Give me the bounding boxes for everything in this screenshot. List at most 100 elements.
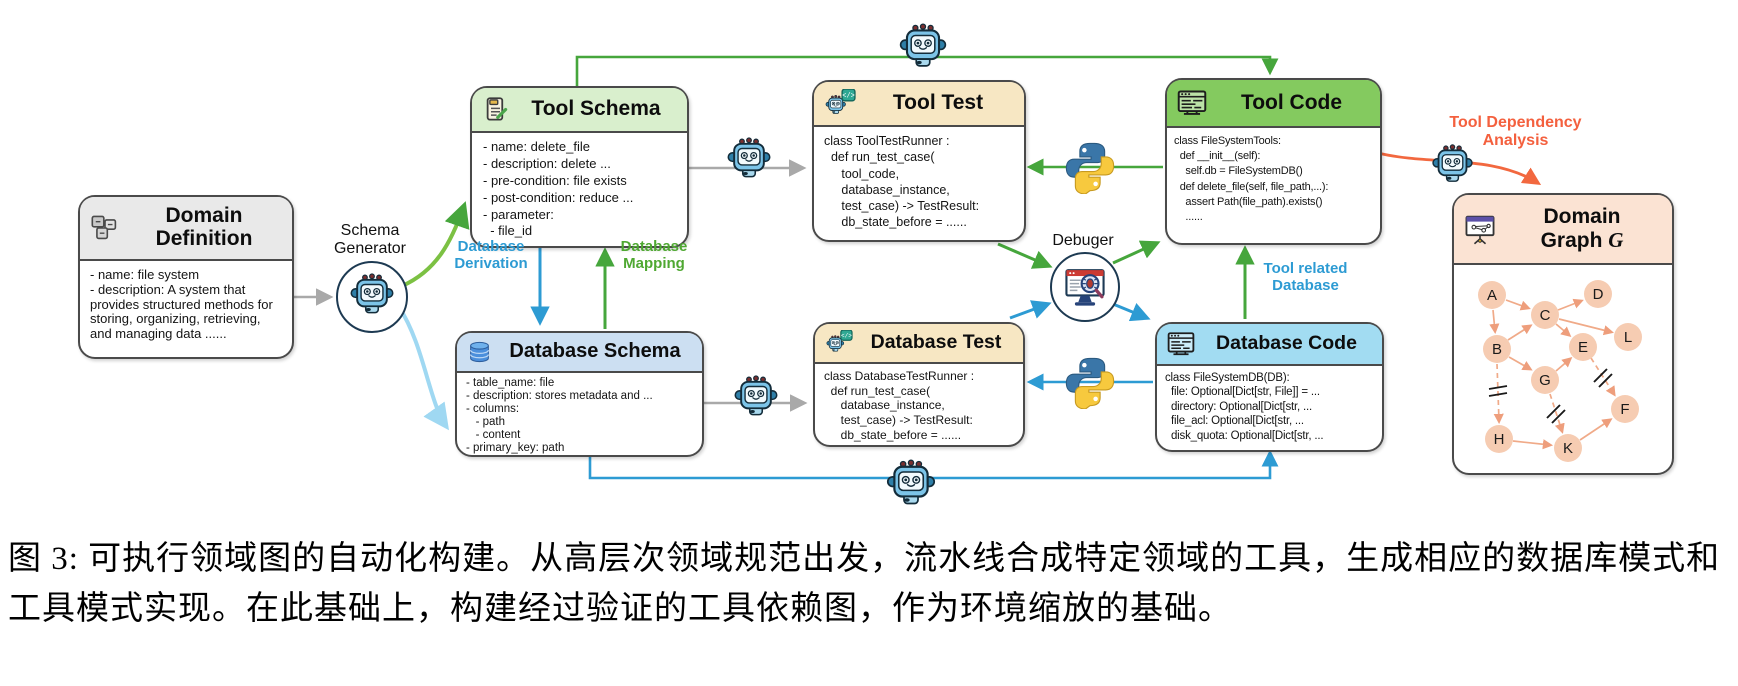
code-line: tool_code, xyxy=(824,166,900,181)
text-line: - name: delete_file xyxy=(483,139,590,154)
code-line: disk_quota: Optional[Dict[str, ... xyxy=(1165,429,1324,442)
node-label: C xyxy=(1540,307,1551,324)
text-line: - file_id xyxy=(483,223,533,239)
edge-G-K-pruned xyxy=(1549,393,1565,434)
edge-cut-marks xyxy=(1488,368,1613,424)
code-line: database_instance, xyxy=(824,182,950,197)
robot-icon xyxy=(724,136,774,186)
dependency-graph: A C D L B E G F H K xyxy=(1478,280,1642,462)
database-schema-body: - table_name: file - description: stores… xyxy=(457,373,702,459)
arrow-debugger-to-toolcode xyxy=(1112,240,1161,265)
blocks-icon xyxy=(90,213,120,243)
tool-dependency-analysis-label: Tool Dependency Analysis xyxy=(1449,114,1582,150)
code-line: db_state_before = ...... xyxy=(824,427,962,442)
code-window-icon xyxy=(1177,89,1207,117)
domain-graph-title-g: G xyxy=(1608,227,1624,252)
figure-caption: 图 3: 可执行领域图的自动化构建。从高层次领域规范出发，流水线合成特定领域的工… xyxy=(8,541,1721,628)
code-line: db_state_before = ...... xyxy=(824,215,967,230)
edge-G-E xyxy=(1555,357,1573,372)
schema-generator-agent xyxy=(336,261,408,333)
database-code-box: Database Code class FileSystemDB(DB): fi… xyxy=(1155,322,1384,452)
code-line: class FileSystemTools: xyxy=(1174,135,1281,147)
debugger-label: Debuger xyxy=(1052,232,1114,249)
node-label: A xyxy=(1487,287,1497,304)
text-line: - parameter: xyxy=(483,206,554,222)
code-line: database_instance, xyxy=(824,398,945,413)
node-label: K xyxy=(1563,440,1573,457)
edge-H-K xyxy=(1512,439,1554,450)
edge-C-L xyxy=(1558,318,1614,336)
domain-definition-box: Domain Definition - name: file system - … xyxy=(78,195,294,359)
text-line: - primary_key: path xyxy=(466,441,565,454)
arrow-generator-to-dbschema xyxy=(397,305,450,431)
code-line: self.db = FileSystemDB() xyxy=(1174,165,1303,178)
edge-B-G xyxy=(1508,356,1533,371)
tool-schema-title: Tool Schema xyxy=(531,97,661,121)
graph-edges xyxy=(1489,298,1616,450)
code-line: directory: Optional[Dict[str, ... xyxy=(1165,400,1313,413)
edge-B-H-pruned xyxy=(1493,363,1504,425)
graph-node-F: F xyxy=(1611,395,1639,423)
tool-test-header: Tool Test xyxy=(814,82,1024,127)
text-line: - name: file system xyxy=(90,267,200,282)
database-test-title: Database Test xyxy=(870,331,1002,354)
edge-B-C xyxy=(1507,324,1533,341)
graph-node-G: G xyxy=(1531,366,1559,394)
text-line: - path xyxy=(466,415,505,428)
code-line: ...... xyxy=(1174,210,1203,223)
tool-related-database-label: Tool related Database xyxy=(1263,260,1348,295)
domain-definition-title: Domain Definition xyxy=(155,204,253,250)
edge-A-C xyxy=(1505,299,1531,311)
code-line: class DatabaseTestRunner : xyxy=(824,369,975,383)
graph-node-E: E xyxy=(1569,333,1597,361)
cut-mark-G-K xyxy=(1546,404,1566,424)
cut-mark-B-H xyxy=(1488,385,1508,397)
arrow-generator-to-toolschema xyxy=(401,201,470,288)
code-line: file: Optional[Dict[str, File]] = ... xyxy=(1165,386,1320,399)
python-icon xyxy=(1063,140,1117,194)
domain-graph-header: Domain Graph G xyxy=(1454,195,1672,265)
database-icon xyxy=(467,340,492,365)
edge-A-B xyxy=(1489,309,1500,335)
arrow-debugger-to-dbcode xyxy=(1112,302,1151,322)
node-label: L xyxy=(1624,329,1632,346)
cut-mark-E-F xyxy=(1593,368,1613,388)
edge-K-F xyxy=(1579,418,1613,441)
domain-definition-header: Domain Definition xyxy=(80,197,292,261)
graph-node-D: D xyxy=(1584,280,1612,308)
text-line: - table_name: file xyxy=(466,377,555,389)
robot-icon xyxy=(883,458,939,514)
database-code-title: Database Code xyxy=(1216,332,1357,355)
robot-code-bubble-icon xyxy=(824,89,856,119)
domain-definition-body: - name: file system - description: A sys… xyxy=(80,261,292,349)
graph-nodes: A C D L B E G F H K xyxy=(1478,280,1642,462)
schema-generator-label: Schema Generator xyxy=(333,222,407,258)
domain-graph-title-line2: Graph xyxy=(1540,228,1603,252)
code-line: def run_test_case( xyxy=(824,383,931,398)
code-line: def delete_file(self, file_path,...): xyxy=(1174,180,1329,193)
domain-graph-title: Domain Graph G xyxy=(1502,205,1662,252)
database-derivation-label: Database Derivation xyxy=(454,238,528,273)
tool-code-title: Tool Code xyxy=(1240,90,1343,114)
graph-node-B: B xyxy=(1483,335,1511,363)
robot-icon xyxy=(896,22,950,76)
database-test-header: Database Test xyxy=(815,324,1023,364)
code-line: test_case) -> TestResult: xyxy=(824,412,973,427)
database-code-header: Database Code xyxy=(1157,324,1382,366)
text-line: - columns: xyxy=(466,402,520,415)
note-icon xyxy=(482,96,509,123)
database-test-body: class DatabaseTestRunner : def run_test_… xyxy=(815,364,1023,447)
database-code-body: class FileSystemDB(DB): file: Optional[D… xyxy=(1157,366,1382,448)
graph-node-H: H xyxy=(1485,425,1513,453)
database-schema-header: Database Schema xyxy=(457,333,702,373)
node-label: D xyxy=(1593,286,1604,303)
tool-code-body: class FileSystemTools: def __init__(self… xyxy=(1167,128,1380,231)
graph-node-C: C xyxy=(1531,301,1559,329)
text-line: - description: stores metadata and ... xyxy=(466,389,653,402)
robot-code-bubble-icon xyxy=(825,330,853,356)
code-window-icon xyxy=(1167,331,1195,357)
node-label: F xyxy=(1620,401,1629,418)
graph-node-K: K xyxy=(1554,434,1582,462)
debugger-icon xyxy=(1058,260,1112,314)
